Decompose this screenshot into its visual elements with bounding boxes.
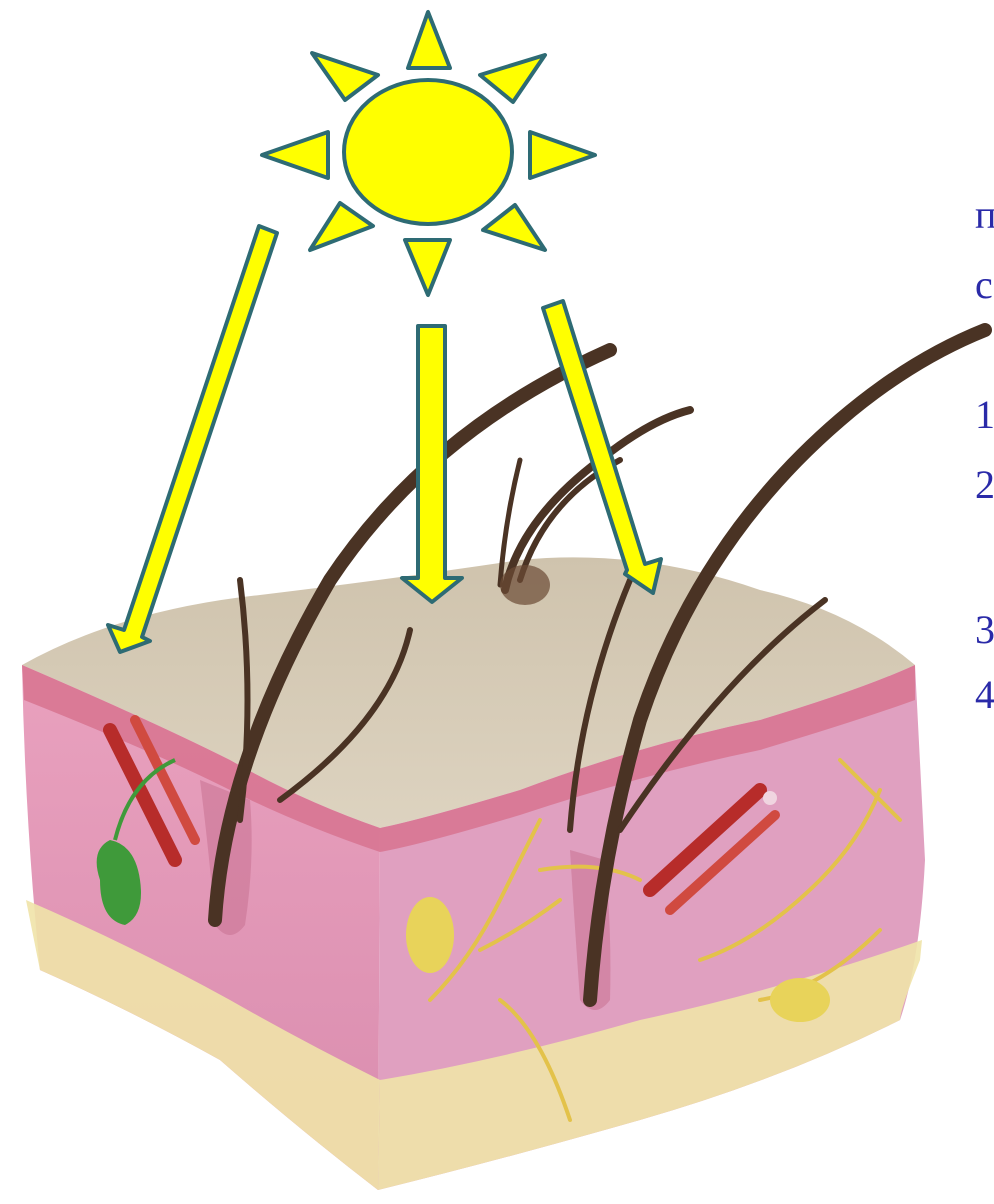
side-text-line: 3	[975, 610, 994, 650]
nerve-ending	[770, 978, 830, 1022]
side-text-line: 2	[975, 465, 994, 505]
arrow-down-icon	[543, 301, 661, 593]
side-text-line: 4	[975, 675, 994, 715]
side-text-line: с	[975, 265, 993, 305]
sun-icon	[262, 12, 595, 295]
nerve-ending	[406, 897, 454, 973]
arrow-down-icon	[402, 326, 462, 602]
skin-block	[22, 330, 985, 1190]
side-text-line: п	[975, 195, 994, 235]
side-text-line: 1	[975, 395, 994, 435]
